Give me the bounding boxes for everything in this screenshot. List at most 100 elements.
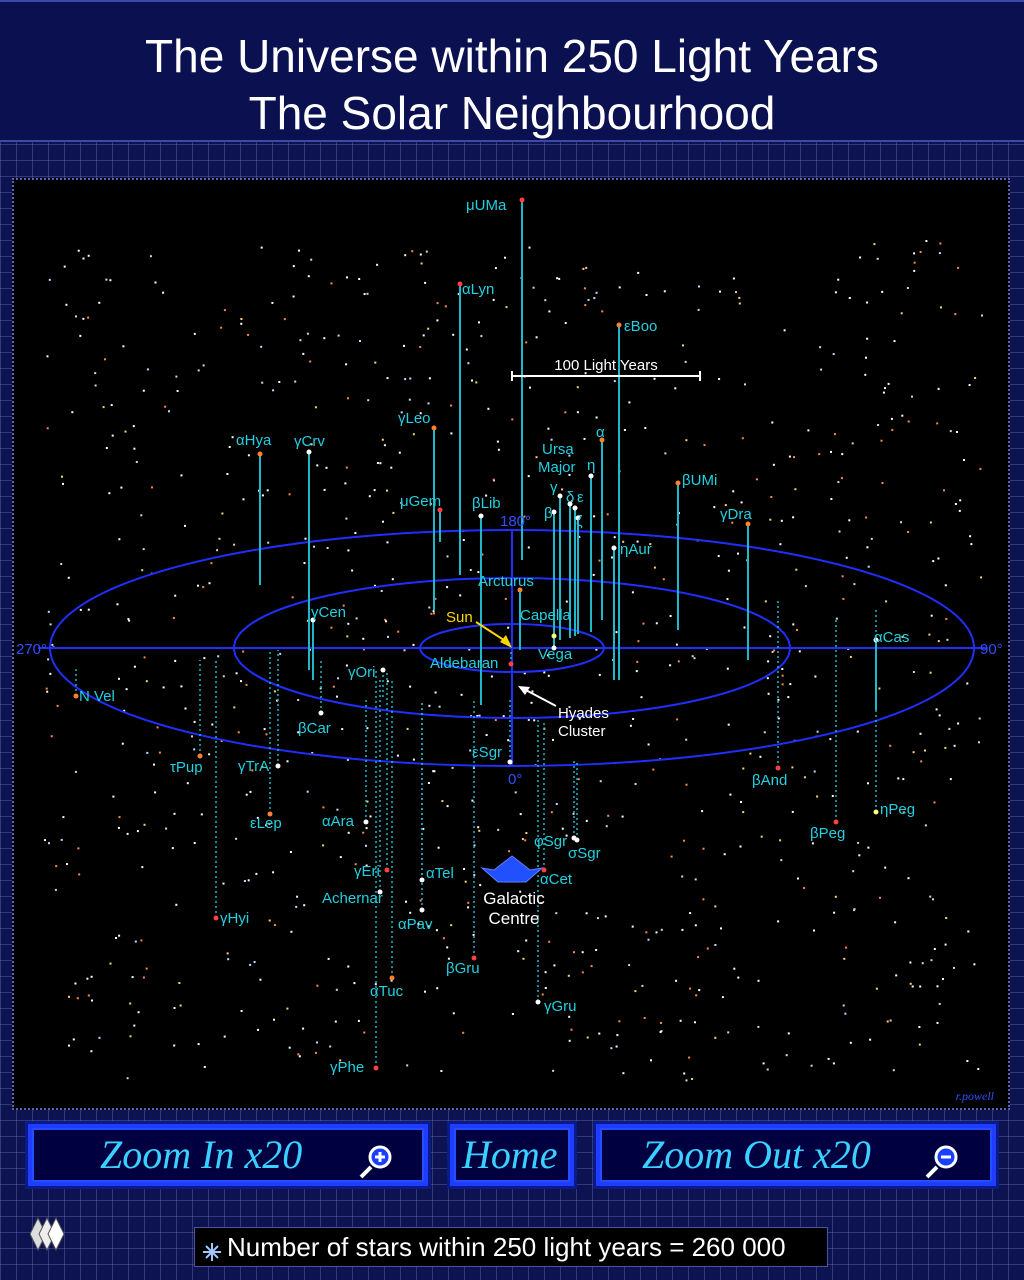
star-label[interactable]: ηPeg [880, 801, 915, 818]
star-marker[interactable] [419, 877, 425, 883]
star-marker[interactable] [551, 509, 557, 515]
star-label[interactable]: γHyi [220, 910, 249, 927]
star-marker[interactable] [507, 759, 513, 765]
star-marker[interactable] [478, 513, 484, 519]
star-label[interactable]: εLep [250, 815, 282, 832]
star-label[interactable]: γPhe [330, 1059, 364, 1076]
star-label[interactable]: γGru [544, 998, 577, 1015]
star-label[interactable]: εSgr [472, 744, 502, 761]
star-label[interactable]: βPeg [810, 825, 845, 842]
star-label[interactable]: αCas [874, 629, 909, 646]
star-marker[interactable] [437, 507, 443, 513]
star-marker[interactable] [310, 617, 316, 623]
star-marker[interactable] [675, 480, 681, 486]
star-label[interactable]: βUMi [682, 472, 717, 489]
zoom-in-button[interactable]: Zoom In x20 [25, 1121, 431, 1189]
star-map[interactable]: 100 Light Years 180° 270° 90° 0° Sun Hya… [12, 178, 1010, 1110]
star-marker[interactable] [267, 811, 273, 817]
star-marker[interactable] [575, 515, 581, 521]
star-label[interactable]: Achernar [322, 890, 383, 907]
star-label[interactable]: γLeo [398, 410, 431, 427]
star-label[interactable]: ηAur [620, 541, 652, 558]
star-label[interactable]: αPav [398, 916, 433, 933]
star-marker[interactable] [363, 819, 369, 825]
star-label[interactable]: δ [566, 489, 574, 506]
star-label[interactable]: γOri [348, 664, 376, 681]
star-label[interactable]: α [596, 424, 605, 441]
star-label[interactable]: γCrv [294, 433, 325, 450]
star-label[interactable]: μGem [400, 493, 441, 510]
star-label[interactable]: Aldebaran [430, 655, 498, 672]
zoom-out-button[interactable]: Zoom Out x20 [593, 1121, 999, 1189]
star-marker[interactable] [588, 473, 594, 479]
star-label[interactable]: γEri [354, 863, 380, 880]
diamond-logo-icon[interactable] [29, 1214, 65, 1259]
star-marker[interactable] [373, 1065, 379, 1071]
star-marker[interactable] [551, 633, 557, 639]
star-marker[interactable] [572, 505, 578, 511]
star-marker[interactable] [541, 867, 547, 873]
star-label[interactable]: Arcturus [478, 573, 534, 590]
star-label[interactable]: βLib [472, 495, 501, 512]
star-marker[interactable] [197, 753, 203, 759]
star-label[interactable]: γ [550, 479, 558, 496]
star-label[interactable]: εBoo [624, 318, 657, 335]
star-label[interactable]: φSgr [534, 833, 567, 850]
star-marker[interactable] [431, 425, 437, 431]
star-marker[interactable] [611, 545, 617, 551]
star-label[interactable]: τPup [170, 759, 203, 776]
home-button[interactable]: Home [447, 1121, 577, 1189]
star-label[interactable]: βGru [446, 960, 480, 977]
star-marker[interactable] [833, 819, 839, 825]
star-marker[interactable] [384, 867, 390, 873]
star-label[interactable]: αCet [540, 871, 573, 888]
star-marker[interactable] [557, 493, 563, 499]
star-marker[interactable] [275, 763, 281, 769]
star-marker[interactable] [318, 710, 324, 716]
star-label[interactable]: αLyn [462, 281, 494, 298]
star-marker[interactable] [616, 322, 622, 328]
star-marker[interactable] [599, 437, 605, 443]
star-label[interactable]: αTel [426, 865, 454, 882]
star-label[interactable]: αTuc [370, 983, 404, 1000]
star-marker[interactable] [471, 955, 477, 961]
star-label[interactable]: γTrA [238, 758, 269, 775]
star-marker[interactable] [380, 667, 386, 673]
star-label[interactable]: η [587, 457, 595, 474]
star-marker[interactable] [551, 645, 557, 651]
star-marker[interactable] [257, 451, 263, 457]
star-marker[interactable] [389, 975, 395, 981]
star-marker[interactable] [508, 661, 514, 667]
galactic-centre-marker[interactable] [480, 855, 544, 883]
star-marker[interactable] [745, 521, 751, 527]
star-label[interactable]: γCen [311, 604, 346, 621]
star-marker[interactable] [457, 281, 463, 287]
star-marker[interactable] [775, 765, 781, 771]
star-label[interactable]: ε [577, 489, 584, 506]
star-marker[interactable] [73, 693, 79, 699]
star-marker[interactable] [567, 501, 573, 507]
star-label[interactable]: γDra [720, 506, 752, 523]
star-label[interactable]: Vega [538, 646, 573, 663]
background-star [787, 1032, 790, 1035]
star-label[interactable]: αHya [236, 432, 272, 449]
star-label[interactable]: σSgr [568, 845, 601, 862]
star-label[interactable]: Capella [520, 607, 572, 624]
star-marker[interactable] [535, 999, 541, 1005]
star-marker[interactable] [419, 907, 425, 913]
star-label[interactable]: βCar [298, 720, 331, 737]
star-marker[interactable] [517, 587, 523, 593]
star-label[interactable]: ζ [576, 513, 583, 530]
star-label[interactable]: βAnd [752, 772, 787, 789]
star-marker[interactable] [873, 809, 879, 815]
star-label[interactable]: αAra [322, 813, 355, 830]
star-label[interactable]: μUMa [466, 197, 507, 214]
star-marker[interactable] [377, 889, 383, 895]
star-marker[interactable] [306, 449, 312, 455]
star-marker[interactable] [213, 915, 219, 921]
star-label[interactable]: β [544, 505, 553, 522]
star-marker[interactable] [519, 197, 525, 203]
star-marker[interactable] [574, 837, 580, 843]
star-label[interactable]: N Vel [79, 688, 115, 705]
star-marker[interactable] [873, 637, 879, 643]
